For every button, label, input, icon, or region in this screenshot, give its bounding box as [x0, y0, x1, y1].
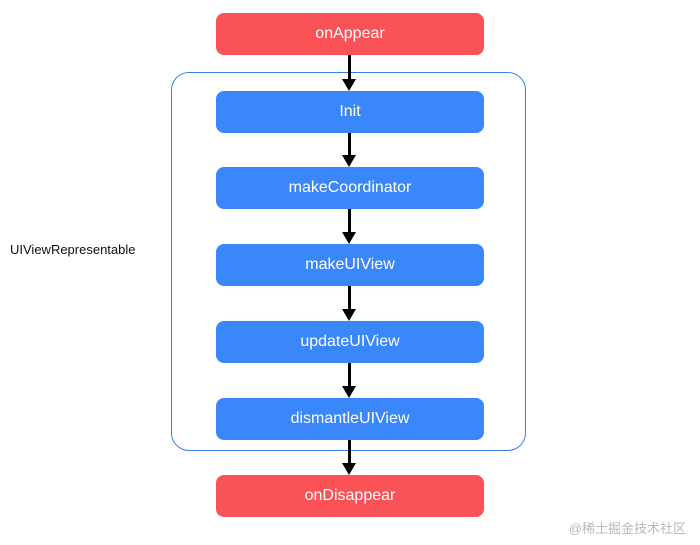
arrow-down-icon	[342, 363, 356, 398]
arrow-down-icon	[342, 55, 356, 91]
node-makecoordinator: makeCoordinator	[216, 167, 484, 209]
node-onappear: onAppear	[216, 13, 484, 55]
watermark: @稀土掘金技术社区	[568, 521, 686, 536]
node-makeuiview: makeUIView	[216, 244, 484, 286]
node-init: Init	[216, 91, 484, 133]
arrow-down-icon	[342, 286, 356, 321]
arrow-down-icon	[342, 133, 356, 167]
group-label: UIViewRepresentable	[10, 242, 136, 257]
arrow-down-icon	[342, 209, 356, 244]
node-dismantleuiview: dismantleUIView	[216, 398, 484, 440]
arrow-down-icon	[342, 440, 356, 475]
node-updateuiview: updateUIView	[216, 321, 484, 363]
node-ondisappear: onDisappear	[216, 475, 484, 517]
